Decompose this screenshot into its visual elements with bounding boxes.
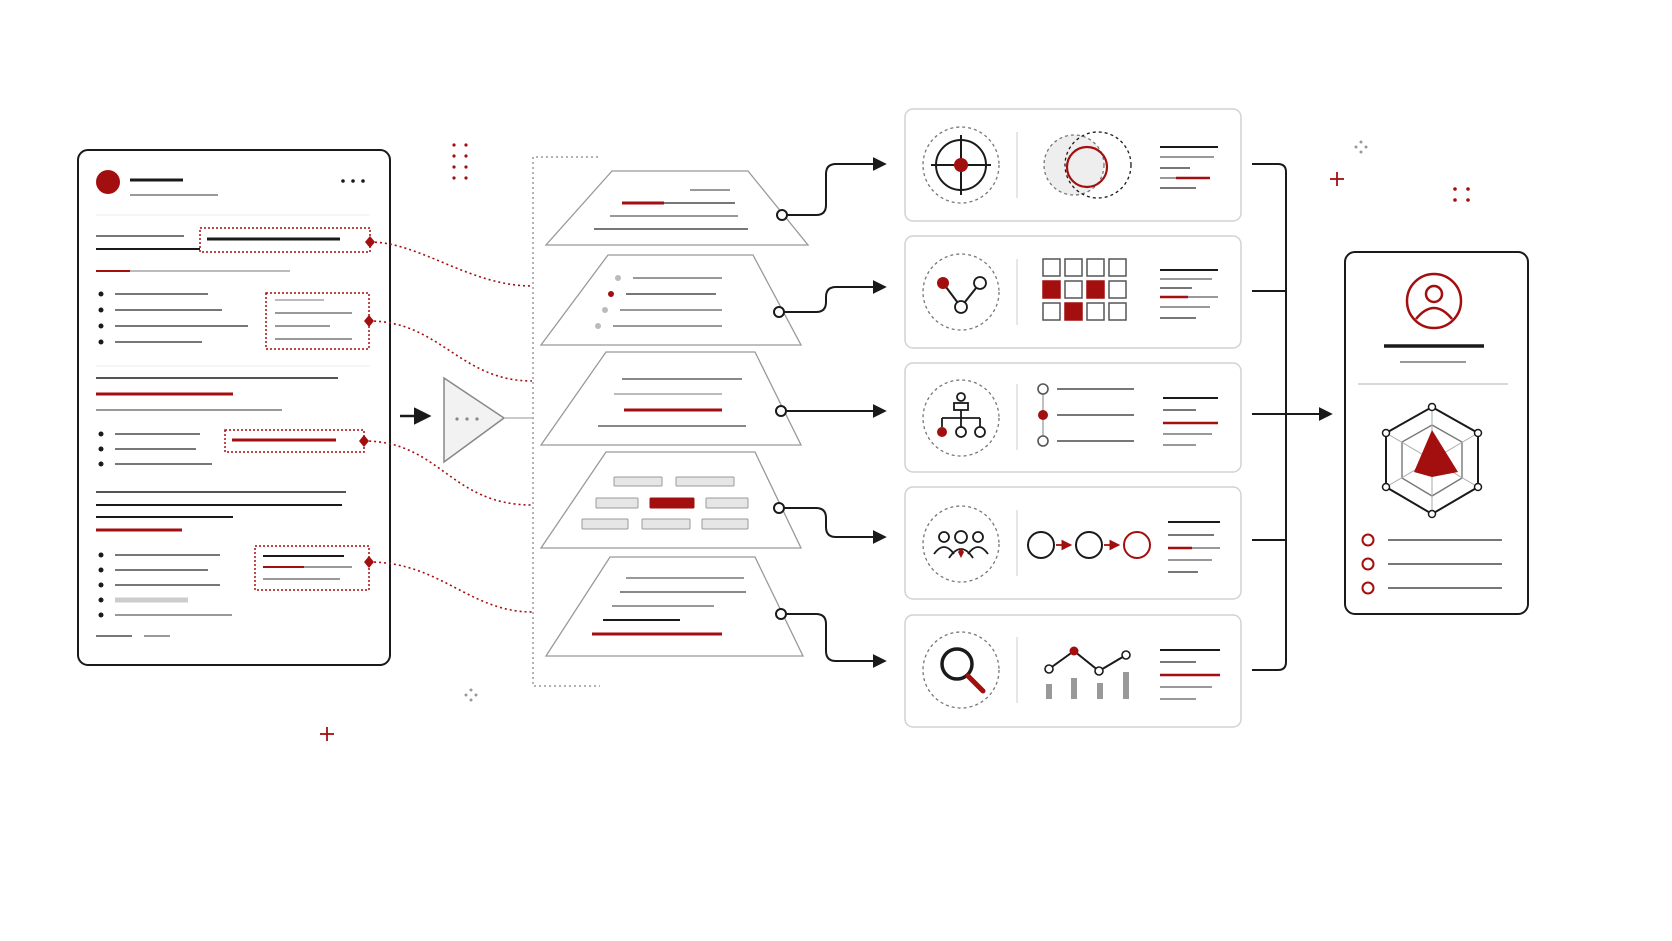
grid-cell <box>1064 258 1083 277</box>
matrix-grid <box>1042 258 1127 321</box>
radar-chart <box>1381 402 1483 519</box>
dots-icon <box>452 143 468 180</box>
connector-anchors <box>359 236 375 568</box>
dots-icon <box>1453 187 1470 202</box>
branch-icon <box>922 253 1000 331</box>
grid-cell <box>1108 302 1127 321</box>
grid-cell <box>1086 302 1105 321</box>
merge-bracket <box>1252 163 1333 671</box>
hierarchy-icon <box>922 379 1000 457</box>
bullet-list-1 <box>98 291 248 345</box>
profile-card <box>1344 251 1529 615</box>
team-icon <box>922 505 1000 583</box>
layer-to-card-connectors <box>784 157 887 668</box>
highlight-box-2 <box>265 292 370 350</box>
analysis-card-branch <box>904 235 1242 349</box>
card-text-lines <box>1160 269 1218 319</box>
layer-stack <box>539 170 810 657</box>
grid-cell <box>1042 258 1061 277</box>
card-text-lines <box>1160 649 1220 700</box>
layer-output-nodes <box>773 209 788 620</box>
bullet-list-2 <box>98 431 212 467</box>
grid-cell <box>1108 280 1127 299</box>
more-options-icon[interactable] <box>341 179 365 183</box>
grid-cell <box>1042 302 1061 321</box>
grid-cell <box>1042 280 1061 299</box>
layer-2 <box>539 254 803 346</box>
analysis-card-search <box>904 614 1242 728</box>
layer-5 <box>544 556 805 657</box>
grid-cell <box>1086 280 1105 299</box>
plus-icon <box>320 727 334 741</box>
plus-icon <box>1330 172 1344 186</box>
sparkle-icon <box>1354 140 1368 154</box>
resume-panel <box>77 149 391 666</box>
line-bar-chart <box>1044 646 1131 699</box>
sparkle-icon <box>464 688 478 702</box>
highlight-connectors <box>363 241 533 613</box>
layer-4 <box>539 451 803 549</box>
overlap-circles <box>1043 131 1132 199</box>
card-text-lines <box>1163 397 1218 446</box>
analysis-card-target <box>904 108 1242 222</box>
card-text-lines <box>1160 146 1218 189</box>
user-icon <box>1405 272 1463 330</box>
card-text-lines <box>1168 521 1220 573</box>
layer-3 <box>539 351 803 446</box>
bullet-list-3 <box>98 552 232 618</box>
avatar-dot <box>96 170 120 194</box>
grid-cell <box>1086 258 1105 277</box>
grid-cell <box>1064 280 1083 299</box>
analysis-card-hierarchy <box>904 362 1242 473</box>
grid-cell <box>1108 258 1127 277</box>
grid-cell <box>1064 302 1083 321</box>
target-icon <box>922 126 1000 204</box>
funnel-icon <box>443 376 532 464</box>
layer-1 <box>544 170 810 246</box>
analysis-cards <box>904 108 1242 728</box>
timeline-list <box>1037 383 1134 447</box>
flow-circles <box>1027 531 1151 559</box>
analysis-card-team <box>904 486 1242 600</box>
profile-list <box>1361 533 1502 595</box>
search-icon <box>922 631 1000 709</box>
